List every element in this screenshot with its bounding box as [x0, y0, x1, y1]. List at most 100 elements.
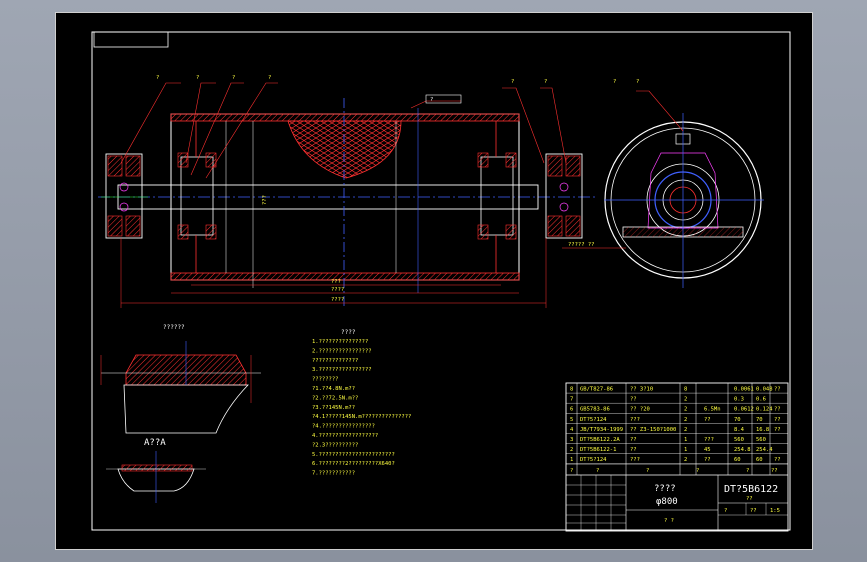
callout-5: ?	[511, 79, 514, 85]
bom-cell-code: DT?5?124	[580, 457, 607, 463]
bom-cell-name: ??	[630, 397, 637, 403]
bearing-housing-right	[545, 153, 583, 239]
bom-cell-name: ?? ?20	[630, 407, 650, 413]
bom-cell-no: 8	[570, 387, 573, 393]
tech-note-line: ?1.??4.8N.m??	[312, 386, 355, 392]
bom-cell-name: ?? Z3-150?1000	[630, 427, 676, 433]
bom-cell-no: 2	[570, 447, 573, 453]
bom-cell-code: DT?5B6122-1	[580, 447, 616, 453]
seal-note: ????? ??	[568, 242, 595, 248]
title-name: ????	[654, 484, 676, 494]
bom-cell-w2: 0.048	[756, 387, 773, 393]
bom-cell-w2: 0.124	[756, 407, 773, 413]
bom-cell-w1: 8.4	[734, 427, 745, 433]
hub-hatch-right-top-2	[505, 152, 517, 168]
finish-flag-box	[425, 94, 462, 104]
bom-cell-w1: 0.3	[734, 397, 744, 403]
bom-cell-no: 3	[570, 437, 573, 443]
tech-title: ????	[341, 329, 356, 336]
finish-leader	[410, 100, 461, 109]
callout-2: ?	[196, 75, 199, 81]
bom-cell-w1: 60	[734, 457, 741, 463]
bom-cell-w2: 254.4	[756, 447, 773, 453]
scale-label-2: ??	[750, 508, 757, 514]
tech-note-line: ?3.??145N.m??	[312, 405, 355, 411]
bom-cell-w1: 0.0612	[734, 407, 754, 413]
technical-requirements: ???? 1.??????????????? 2.????????????????…	[312, 329, 411, 477]
cad-drawing: ???? ???? ??? ??? ? ? ? ? ? ? ?	[91, 31, 791, 532]
dim-total-label: ????	[331, 297, 344, 303]
finish-flag-text: ?	[430, 97, 433, 103]
bom-cell-w2: 0.6	[756, 397, 766, 403]
bom-cell-qty: 2	[684, 417, 687, 423]
hub-hatch-right-bottom	[477, 224, 489, 240]
bom-cell-w1: 560	[734, 437, 744, 443]
callout-6: ?	[544, 79, 547, 85]
callouts-right: ? ?	[502, 79, 567, 164]
bom-cell-mat: ???	[704, 437, 714, 443]
section-title: A??A	[144, 438, 166, 448]
hub-hatch-left-top-2	[205, 152, 217, 168]
bom-cell-name: ???	[630, 417, 640, 423]
signature-grid	[566, 475, 788, 531]
tech-note-line: 4.??????????????????	[312, 433, 378, 439]
bom-cell-name: ??	[630, 437, 637, 443]
bom-cell-mat: 6.5Mn	[704, 407, 721, 413]
tech-note-line: 2.????????????????	[312, 348, 372, 354]
bom-cell-note: ??	[774, 407, 781, 413]
bom-header-2: ?	[596, 468, 599, 474]
tech-note-line: ?2.??72.5N.m??	[312, 395, 358, 401]
bom-frame	[565, 382, 789, 532]
tech-notes-list: 1.??????????????? 2.???????????????? ????…	[312, 339, 411, 477]
scale-label-3: 1:5	[770, 508, 780, 514]
callout-3: ?	[232, 75, 235, 81]
detail-title: ??????	[163, 324, 185, 331]
bom-cell-w1: 254.8	[734, 447, 751, 453]
herringbone-lagging	[287, 120, 402, 179]
bom-cell-qty: 8	[684, 387, 687, 393]
bom-cell-code: GB5783-86	[580, 407, 610, 413]
hub-hatch-left-top	[177, 152, 189, 168]
callout-7: ?	[613, 79, 616, 85]
tech-note-line: ?2.3??????????	[312, 442, 358, 448]
tech-note-line: ??????????????	[312, 358, 358, 364]
tech-note-line: ?4.????????????????	[312, 424, 375, 430]
bom-cell-qty: 2	[684, 427, 687, 433]
hub-hatch-left-bottom	[177, 224, 189, 240]
bom-cell-note: ??	[774, 417, 781, 423]
section-outline	[117, 468, 195, 492]
end-disc-right	[480, 156, 514, 236]
callout-4: ?	[268, 75, 271, 81]
callout-8: ?	[636, 79, 639, 85]
bom-cell-code: GB/T827-86	[580, 387, 613, 393]
bom-header-5: ?	[746, 468, 749, 474]
bom-header-4: ?	[696, 468, 699, 474]
tech-note-line: ????????	[312, 377, 339, 383]
shell-lagging-top	[170, 113, 520, 122]
bearing-housing-left	[101, 153, 148, 239]
title-size: φ800	[656, 497, 678, 507]
drawing-number: DT?5B6122	[724, 484, 778, 495]
end-disc-left	[180, 156, 214, 236]
bom-cell-no: 1	[570, 457, 573, 463]
bom-cell-qty: 1	[684, 437, 687, 443]
bom-cell-w2: 70	[756, 417, 763, 423]
scale-label-1: ?	[724, 508, 727, 514]
bom-cell-code: JB/T7934-1999	[580, 427, 623, 433]
bom-cell-w2: 16.8	[756, 427, 769, 433]
title-stamp-box	[93, 31, 169, 48]
bom-cell-note: ??	[774, 427, 781, 433]
bom-header-3: ?	[646, 468, 649, 474]
dim-shaft-label: ???	[262, 195, 268, 205]
bom-header-1: ?	[570, 468, 573, 474]
hub-hatch-left-bottom-2	[205, 224, 217, 240]
bom-cell-w2: 560	[756, 437, 766, 443]
weight-label: ??	[746, 496, 753, 502]
approval-label: ? ?	[664, 518, 674, 524]
bom-cell-name: ???	[630, 457, 640, 463]
dim-shell-label: ????	[331, 287, 344, 293]
bom-cell-name: ??	[630, 447, 637, 453]
tech-note-line: 1.???????????????	[312, 339, 368, 345]
end-view-leader	[636, 90, 684, 132]
